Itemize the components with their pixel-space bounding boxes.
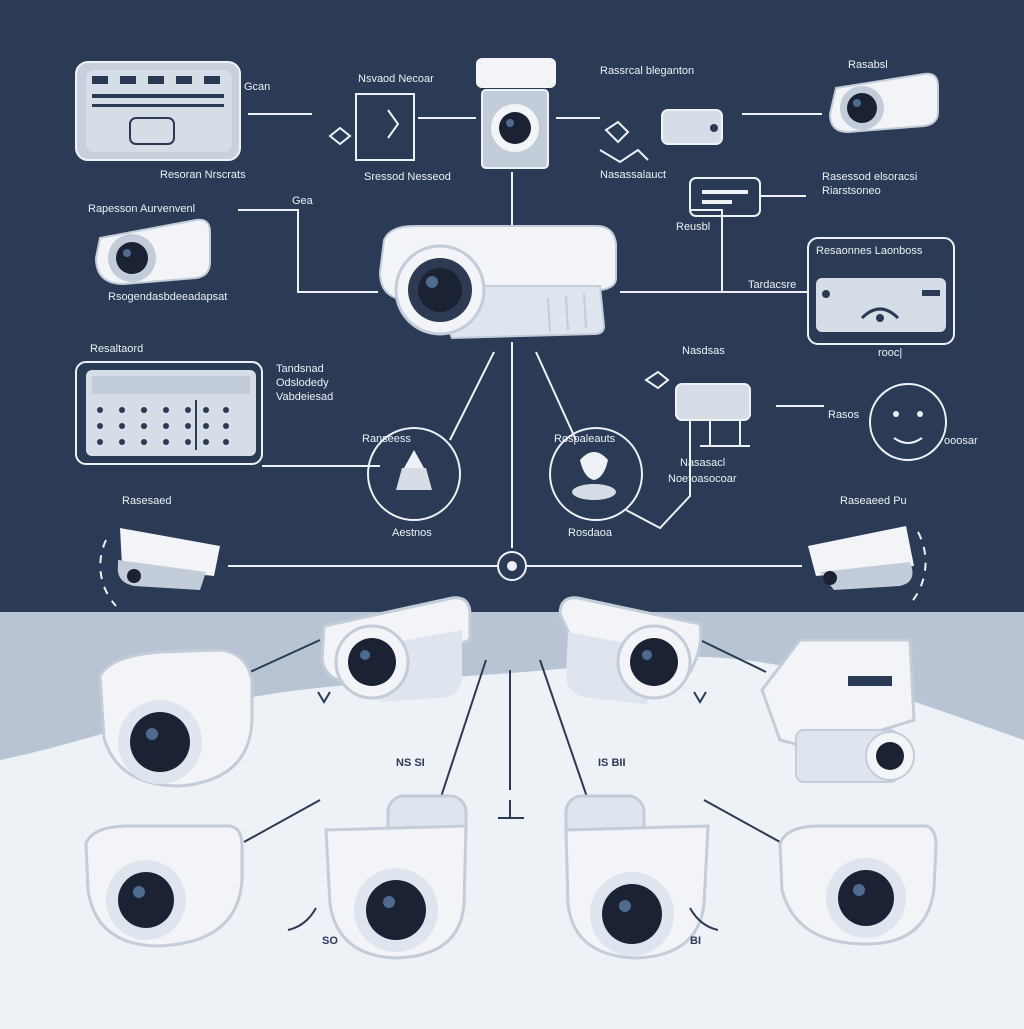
label-monitor: Gcan — [244, 81, 270, 93]
label-top-right-cam: Rasabsl — [848, 59, 888, 71]
nas-box — [689, 177, 806, 217]
label-alarm: Ranseess — [362, 433, 411, 445]
label-right-ptz: Raseaeed Pu — [840, 495, 907, 507]
label-left-cam-title: Rapesson Aurvenvenl — [88, 203, 195, 215]
label-sensor: Rospaleauts — [554, 433, 616, 445]
label-nvr-sub: rooc| — [878, 347, 902, 359]
label-face-right: ooosar — [944, 435, 978, 447]
bullet-camera-top-center-right — [558, 596, 703, 704]
top-right-camera — [828, 72, 939, 134]
tick-marks — [287, 691, 719, 931]
label-nvr-title: Resaonnes Laonboss — [816, 245, 923, 257]
label-hub-top: Nasdsas — [682, 345, 725, 357]
turret-camera-bottom-center-left — [324, 794, 468, 960]
label-bottom-mid-right: IS BII — [598, 757, 626, 769]
label-monitor-caption: Resoran Nrscrats — [160, 169, 246, 181]
label-router-sub: Nasassalauct — [600, 169, 666, 181]
left-ptz-camera — [99, 528, 220, 607]
bullet-camera-top-center-left — [320, 596, 472, 702]
label-switch-top: Rasessod elsoracsi — [822, 171, 917, 183]
label-cable-top: Nsvaod Necoar — [358, 73, 434, 85]
left-bullet-camera — [94, 218, 211, 286]
monitor-panel — [75, 61, 241, 161]
label-left-cam-sub: Rsogendasbdeeadapsat — [108, 291, 227, 303]
label-bottom-mid-left: NS SI — [396, 757, 425, 769]
label-keypad-right-2: Odslodedy — [276, 377, 329, 389]
dome-camera-bottom-right — [778, 824, 938, 946]
box-camera-top-right — [760, 638, 916, 783]
central-bullet-camera — [378, 225, 617, 340]
motion-sensor-icon — [549, 427, 643, 521]
router-device — [599, 109, 723, 164]
label-cable-bottom: Sressod Nesseod — [364, 171, 451, 183]
hub-device — [644, 370, 751, 447]
keypad-panel — [75, 361, 263, 465]
right-ptz-camera — [808, 526, 927, 605]
label-hub-sub: Noetoasocoar — [668, 473, 737, 485]
top-camera — [476, 58, 556, 169]
label-keypad-title: Resaltaord — [90, 343, 143, 355]
label-keypad-right-3: Vabdeiesad — [276, 391, 333, 403]
dome-camera-bottom-left — [84, 824, 244, 948]
label-mid-link: Gea — [292, 195, 314, 207]
label-alarm-sub: Aestnos — [392, 527, 432, 539]
label-sensor-sub: Rosdaoa — [568, 527, 613, 539]
turret-camera-bottom-center-right — [564, 794, 710, 960]
connection-lines — [228, 113, 824, 567]
label-bottom-right-num: BI — [690, 935, 701, 947]
label-left-ptz: Rasesaed — [122, 495, 172, 507]
cable-connector-icon — [328, 93, 415, 161]
label-router: Rassrcal bleganton — [600, 65, 694, 77]
label-switch-sub: Riarstsoneo — [822, 185, 881, 197]
alarm-siren-icon — [367, 427, 461, 521]
label-face-left: Rasos — [828, 409, 860, 421]
network-hub-node — [497, 551, 527, 581]
label-keypad-right-1: Tandsnad — [276, 363, 324, 375]
label-bottom-left-num: SO — [322, 935, 338, 947]
label-switch-side: Reusbl — [676, 221, 710, 233]
face-recognition-icon — [869, 383, 947, 461]
label-hub-bottom: Nasasacl — [680, 457, 725, 469]
nvr-device — [807, 237, 955, 345]
label-nvr-side: Tardacsre — [748, 279, 796, 291]
dome-camera-top-left — [98, 648, 254, 788]
wave-band — [0, 612, 1024, 760]
